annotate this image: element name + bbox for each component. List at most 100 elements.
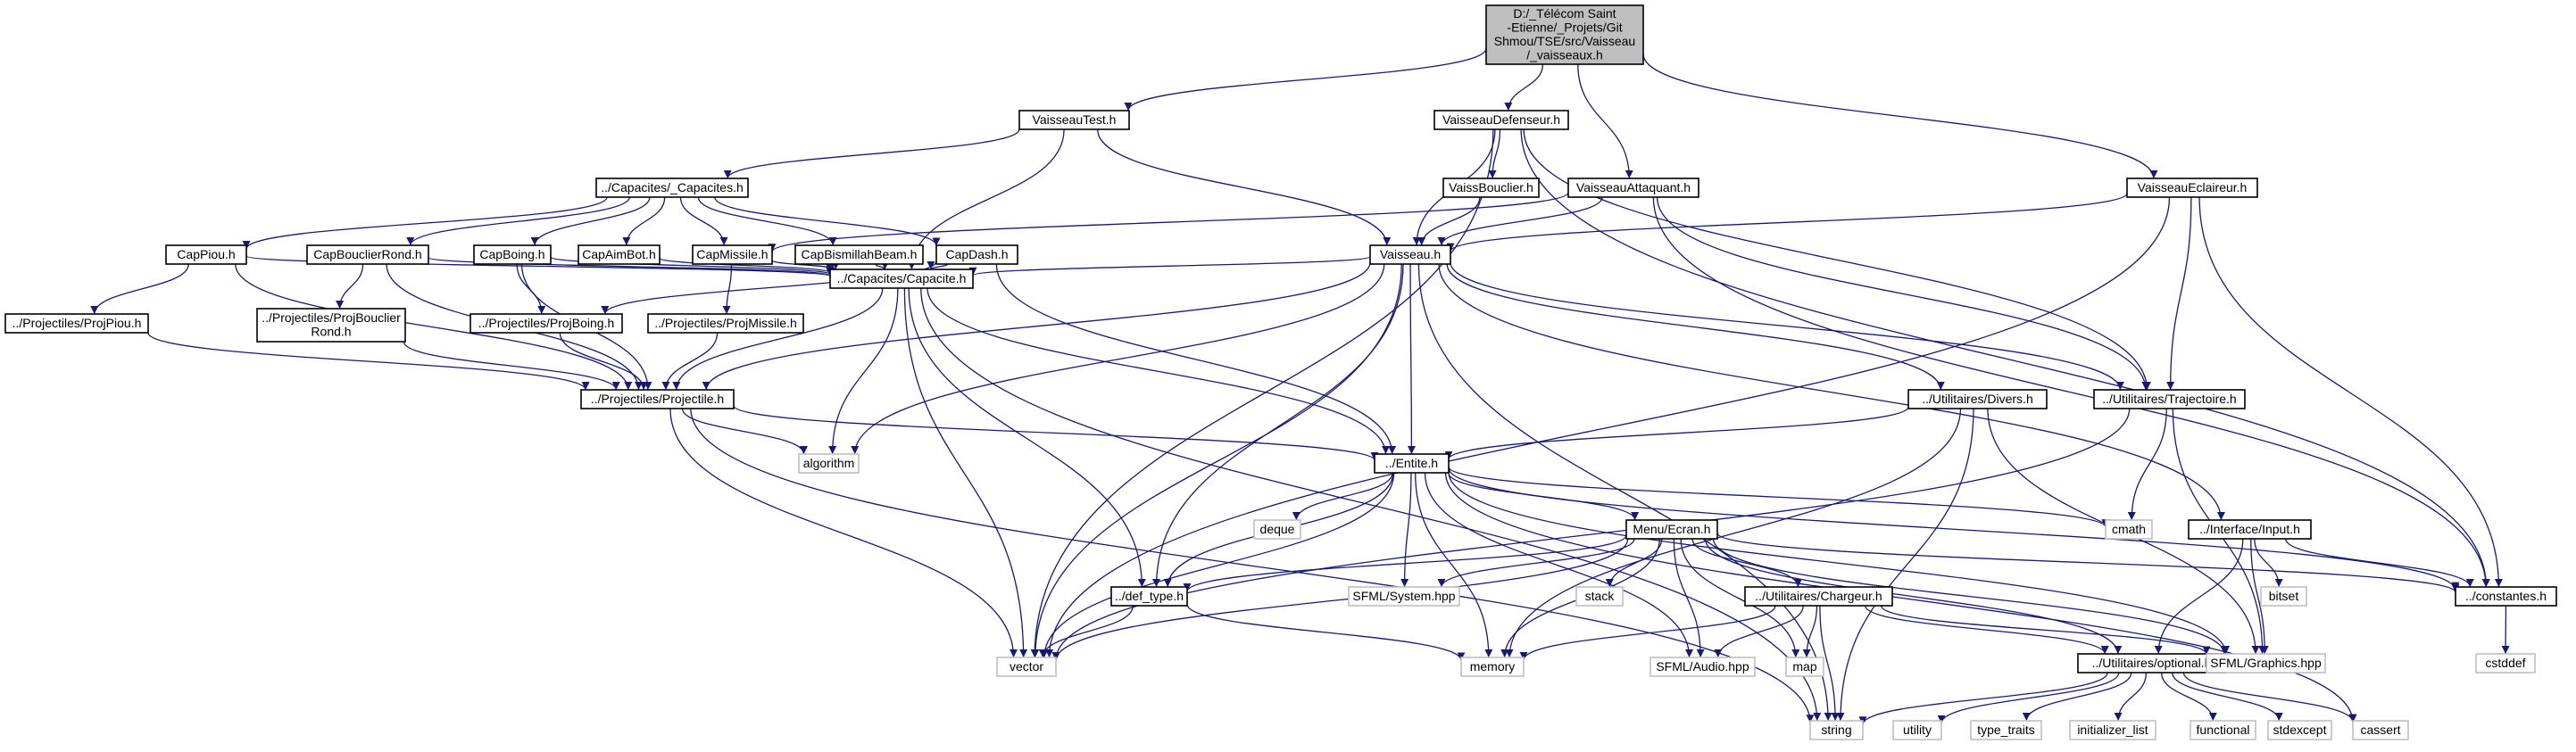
node-divers[interactable]: ../Utilitaires/Divers.h [1907, 389, 2048, 409]
node-label: cstddef [2485, 656, 2525, 670]
node-label: functional [2197, 723, 2250, 737]
node-bitset: bitset [2260, 586, 2307, 607]
node-label: Menu/Ecran.h [1633, 522, 1710, 536]
node-vaisseaudefenseur[interactable]: VaisseauDefenseur.h [1433, 110, 1569, 130]
node-box [165, 244, 247, 265]
node-capboing[interactable]: CapBoing.h [473, 244, 552, 265]
edge-divers-to-string [1836, 408, 1974, 722]
node-capacite[interactable]: ../Capacites/Capacite.h [829, 269, 974, 289]
node-vaisseaueclaireur[interactable]: VaisseauEclaireur.h [2126, 178, 2258, 198]
node-box [469, 313, 623, 334]
node-capbismillahbeam[interactable]: CapBismillahBeam.h [794, 244, 924, 265]
node-optional[interactable]: ../Utilitaires/optional.h [2077, 653, 2226, 673]
node-label: bitset [2269, 589, 2299, 603]
node-box [692, 244, 773, 265]
node-box [1110, 586, 1188, 607]
node-capacites[interactable]: ../Capacites/_Capacites.h [595, 178, 749, 198]
node-cappiou[interactable]: CapPiou.h [165, 244, 247, 265]
node-label: ../Entite.h [1385, 456, 1438, 470]
edge-menuecran-to-optional [1704, 538, 2123, 655]
node-vaissbouclier[interactable]: VaissBouclier.h [1442, 178, 1540, 198]
node-box [798, 453, 860, 474]
edge-projmissile-to-projectile [661, 332, 719, 391]
node-box [2352, 720, 2409, 740]
edge-capacites-to-capdash [714, 196, 941, 246]
node-utility: utility [1892, 720, 1942, 740]
node-box [829, 269, 974, 289]
node-root[interactable]: D:/_Télécom Saint-Etienne/_Projets/GitSh… [1485, 4, 1644, 65]
node-box [1018, 110, 1130, 130]
edge-projboing-to-projectile [559, 332, 648, 391]
edge-capacites-to-capbouclierrond [406, 196, 630, 246]
node-box [2069, 720, 2156, 740]
node-label: ../Projectiles/ProjMissile.h [654, 316, 797, 330]
node-box [580, 389, 735, 409]
node-label: initializer_list [2077, 723, 2148, 737]
node-label: VaisseauEclaireur.h [2138, 180, 2248, 194]
node-box [4, 313, 149, 334]
node-capmissile[interactable]: CapMissile.h [692, 244, 773, 265]
node-label: algorithm [803, 456, 855, 470]
node-box [2126, 178, 2258, 198]
edge-capbouclierrond-to-capacite [428, 256, 835, 277]
node-box [595, 178, 749, 198]
edge-capacites-to-capmissile [679, 196, 728, 246]
node-capaimbot[interactable]: CapAimBot.h [578, 244, 661, 265]
edge-capbismillahbeam-to-capacite [875, 260, 889, 270]
edge-entite-to-sfmlsystem [1400, 472, 1412, 588]
node-box [1907, 389, 2048, 409]
node-entite[interactable]: ../Entite.h [1374, 453, 1450, 474]
node-box [2475, 653, 2536, 673]
node-map: map [1785, 657, 1824, 677]
edge-menuecran-to-sfmlaudio [1673, 538, 1705, 658]
node-label: ../Utilitaires/Trajectoire.h [2102, 392, 2236, 406]
edge-root-to-vaisseauattaquant [1577, 63, 1633, 179]
edge-capacite-to-algorithm [828, 287, 899, 455]
edge-optional-to-functional [2161, 672, 2217, 722]
edge-root-to-vaisseaueclaireur [1642, 54, 2158, 179]
node-vaisseau[interactable]: Vaisseau.h [1369, 244, 1451, 265]
node-label: SFML/Graphics.hpp [2210, 656, 2322, 670]
node-capdash[interactable]: CapDash.h [935, 244, 1018, 265]
node-vaisseautest[interactable]: VaisseauTest.h [1018, 110, 1130, 130]
node-label: map [1792, 659, 1816, 673]
edge-capdash-to-entite [995, 263, 1397, 455]
node-capbouclierrond[interactable]: CapBouclierRond.h [306, 244, 429, 265]
node-def-type[interactable]: ../def_type.h [1110, 586, 1188, 607]
edge-divers-to-memory [1505, 408, 1962, 658]
edge-menuecran-to-def-type [1183, 534, 1627, 592]
edge-vaisseau-to-def-type [1152, 263, 1404, 588]
edge-vaisseaueclaireur-to-constantes [2198, 196, 2503, 588]
edge-projectile-to-vector [669, 408, 1018, 658]
edge-vaisseauattaquant-to-capmissile [768, 192, 1569, 252]
edge-menuecran-to-stack [1605, 538, 1663, 588]
node-label: ../Utilitaires/Chargeur.h [1755, 589, 1882, 603]
edge-vaisseaudefenseur-to-vector [1030, 128, 1494, 658]
node-box [1433, 110, 1569, 130]
node-label: vector [1010, 659, 1043, 673]
node-label: VaisseauAttaquant.h [1576, 180, 1691, 194]
node-menuecran[interactable]: Menu/Ecran.h [1625, 519, 1718, 540]
node-label: VaisseauDefenseur.h [1442, 112, 1560, 127]
node-projboing[interactable]: ../Projectiles/ProjBoing.h [469, 313, 623, 334]
edge-chargeur-to-string [1819, 605, 1840, 722]
edge-entite-to-constantes [1448, 467, 2460, 591]
node-projpiou[interactable]: ../Projectiles/ProjPiou.h [4, 313, 149, 334]
node-box [1744, 586, 1893, 607]
node-label: ../constantes.h [2465, 589, 2547, 603]
node-projectile[interactable]: ../Projectiles/Projectile.h [580, 389, 735, 409]
edge-input-to-optional [2154, 538, 2244, 655]
node-trajectoire[interactable]: ../Utilitaires/Trajectoire.h [2093, 389, 2246, 409]
edge-cappiou-to-projpiou [90, 263, 189, 315]
edge-trajectoire-to-cmath [2127, 408, 2167, 521]
node-projmissile[interactable]: ../Projectiles/ProjMissile.h [647, 313, 804, 334]
edge-capacite-to-vector [903, 287, 1028, 658]
edge-capmissile-to-projmissile [722, 263, 733, 315]
node-input[interactable]: ../Interface/Input.h [2188, 519, 2312, 540]
node-chargeur[interactable]: ../Utilitaires/Chargeur.h [1744, 586, 1893, 607]
node-vaisseauattaquant[interactable]: VaisseauAttaquant.h [1567, 178, 1699, 198]
edge-input-to-bitset [2254, 538, 2283, 588]
node-constantes[interactable]: ../constantes.h [2455, 586, 2557, 607]
edge-root-to-vaisseaudefenseur [1504, 63, 1544, 112]
